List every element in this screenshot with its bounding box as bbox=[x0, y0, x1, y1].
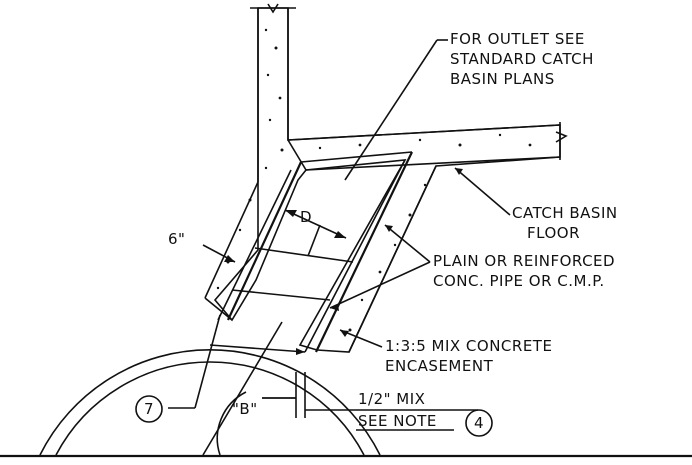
basin-floor-slab bbox=[287, 122, 568, 171]
basin-wall bbox=[250, 3, 296, 182]
label-mix: 1/2" MIX SEE NOTE bbox=[356, 390, 454, 431]
pipe-note-line-1: PLAIN OR REINFORCED bbox=[433, 252, 615, 270]
main-pipe-arc bbox=[0, 349, 692, 458]
dimension-d bbox=[284, 209, 347, 257]
mix-note-line-1: 1/2" MIX bbox=[358, 390, 425, 408]
outlet-note-line-2: STANDARD CATCH bbox=[450, 50, 594, 68]
callout-detail-7: 7 bbox=[135, 395, 163, 423]
angle-label: "B" bbox=[232, 400, 258, 418]
leaders bbox=[168, 39, 511, 418]
concrete-note-line-2: ENCASEMENT bbox=[385, 357, 494, 375]
floor-note-line-2: FLOOR bbox=[527, 224, 580, 242]
pipe-note-line-2: CONC. PIPE OR C.M.P. bbox=[433, 272, 605, 290]
callout-note-4: 4 bbox=[465, 409, 493, 437]
label-pipe: PLAIN OR REINFORCED CONC. PIPE OR C.M.P. bbox=[433, 252, 615, 290]
pipe bbox=[217, 151, 413, 353]
callout-4-number: 4 bbox=[474, 414, 484, 432]
angle-b-lines bbox=[202, 321, 283, 456]
thickness-arrow bbox=[202, 244, 236, 263]
outlet-note-line-1: FOR OUTLET SEE bbox=[450, 30, 585, 48]
label-outlet: FOR OUTLET SEE STANDARD CATCH BASIN PLAN… bbox=[450, 30, 594, 88]
label-concrete: 1:3:5 MIX CONCRETE ENCASEMENT bbox=[385, 337, 552, 375]
mix-note-line-2: SEE NOTE bbox=[358, 412, 437, 430]
concrete-note-line-1: 1:3:5 MIX CONCRETE bbox=[385, 337, 552, 355]
outlet-note-line-3: BASIN PLANS bbox=[450, 70, 555, 88]
diameter-label: D bbox=[300, 208, 312, 226]
thickness-label: 6" bbox=[168, 230, 185, 248]
floor-note-line-1: CATCH BASIN bbox=[512, 204, 618, 222]
encasement-outline bbox=[204, 139, 437, 353]
label-floor: CATCH BASIN FLOOR bbox=[512, 204, 618, 242]
callout-7-number: 7 bbox=[144, 400, 154, 418]
